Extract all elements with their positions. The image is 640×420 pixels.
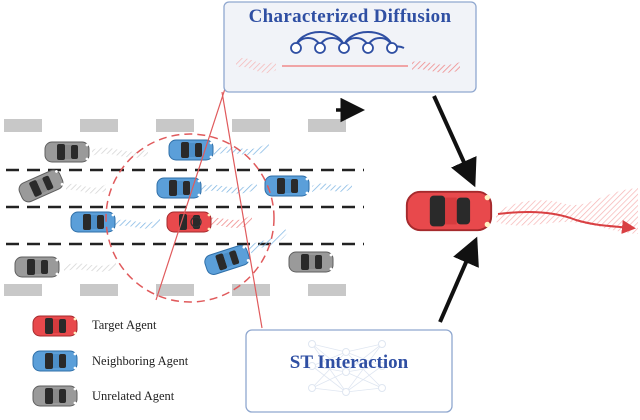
legend-target-icon	[32, 315, 78, 337]
output-target-car	[405, 190, 493, 232]
network-nodes	[308, 340, 386, 396]
target-agent-car	[166, 211, 212, 233]
predicted-trajectory-line	[497, 211, 636, 234]
neighbor-trail	[198, 182, 258, 194]
legend	[32, 315, 78, 407]
diffusion-nodes	[290, 42, 398, 54]
legend-unrelated-icon	[32, 385, 78, 407]
diffusion-title: Characterized Diffusion	[248, 6, 452, 27]
legend-neighboring-icon	[32, 350, 78, 372]
st-interaction-panel	[245, 329, 453, 413]
road-top-curb	[4, 119, 366, 132]
clean-trajectory-hatch	[412, 61, 460, 73]
neighbor-trail	[312, 182, 352, 192]
road-bottom-curb	[4, 284, 366, 296]
trajectory-trails	[64, 142, 352, 272]
output-prediction	[405, 188, 638, 234]
diffusion-to-output-arrow	[432, 95, 477, 188]
neighbor-trail	[248, 228, 288, 254]
legend-unrelated-label: Unrelated Agent	[92, 389, 175, 403]
unrelated-trail	[92, 147, 148, 158]
predicted-distribution-hatch	[496, 188, 638, 234]
neighbor-trail	[114, 218, 160, 229]
unrelated-trail	[64, 262, 116, 272]
network-edges	[311, 343, 383, 393]
noisy-trajectory-hatch	[236, 58, 276, 74]
interaction-to-output-arrow	[438, 236, 479, 323]
legend-neighboring-label: Neighboring Agent	[92, 354, 189, 368]
interaction-range-circle	[105, 133, 275, 303]
legend-target-label: Target Agent	[92, 318, 157, 332]
unrelated-agent-car	[14, 256, 60, 278]
characterized-diffusion-panel	[223, 1, 477, 93]
unrelated-agent-car	[44, 141, 90, 163]
lane-markings	[6, 168, 364, 246]
neighboring-agent-car	[168, 139, 214, 161]
neighbor-trail	[214, 142, 270, 156]
neighboring-agent-car	[264, 175, 310, 197]
neighboring-agent-car	[70, 211, 116, 233]
target-trail	[202, 214, 252, 228]
target-marker	[190, 216, 202, 228]
unrelated-agent-car	[288, 251, 334, 273]
unrelated-trail	[66, 183, 106, 194]
interaction-title: ST Interaction	[289, 352, 409, 373]
road-agents	[14, 139, 334, 278]
zoom-line	[221, 91, 263, 329]
